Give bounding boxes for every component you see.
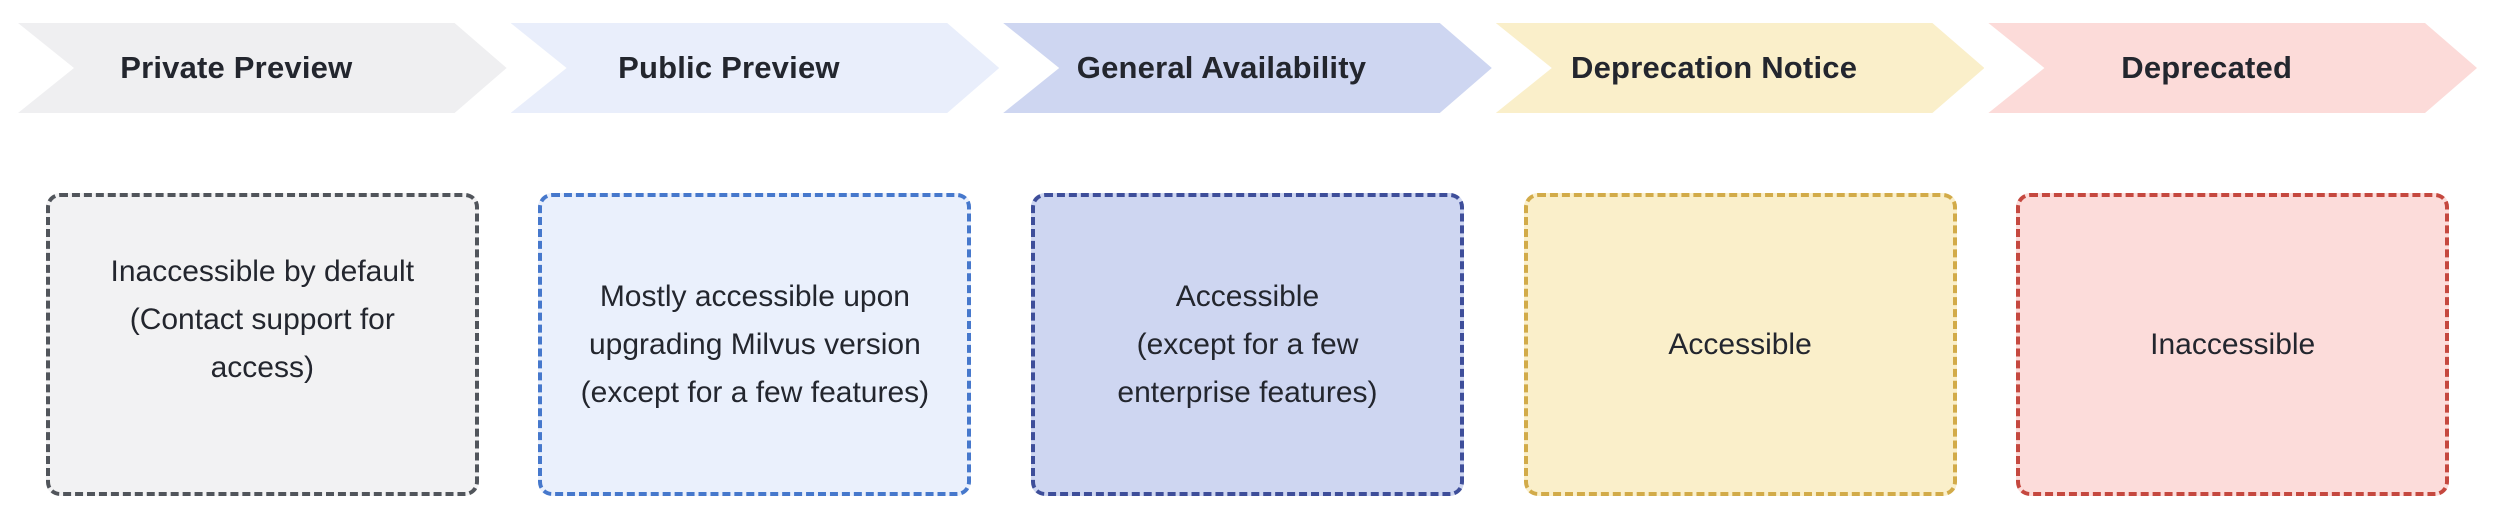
stage-arrow-deprecated: Deprecated	[1988, 23, 2477, 113]
stage-box-private-preview: Inaccessible by default (Contact support…	[45, 193, 479, 496]
stage-box-description: Inaccessible	[2150, 327, 2316, 361]
stage-arrows-row: Private Preview Public Preview General A…	[0, 23, 2501, 113]
stage-box-description: Mostly accessible upon upgrading Milvus …	[580, 279, 930, 409]
stage-box-general-availability: Accessible (except for a few enterprise …	[1030, 193, 1464, 496]
stage-box-description: Accessible	[1668, 327, 1812, 361]
stage-description-boxes-row: Inaccessible by default (Contact support…	[0, 193, 2501, 496]
stage-box-deprecation-notice: Accessible	[1523, 193, 1957, 496]
stage-arrow-label: General Availability	[1076, 50, 1367, 85]
stage-box-description: Accessible (except for a few enterprise …	[1117, 279, 1378, 409]
stage-box-deprecated: Inaccessible	[2016, 193, 2450, 496]
stage-box-description: Inaccessible by default (Contact support…	[110, 254, 415, 384]
stage-arrow-label: Private Preview	[120, 50, 353, 85]
stage-arrow-public-preview: Public Preview	[511, 23, 1000, 113]
stage-arrow-label: Deprecated	[2121, 50, 2293, 85]
stage-box-public-preview: Mostly accessible upon upgrading Milvus …	[538, 193, 972, 496]
stage-arrow-label: Public Preview	[618, 50, 840, 85]
stage-arrow-general-availability: General Availability	[1003, 23, 1492, 113]
stage-arrow-deprecation-notice: Deprecation Notice	[1496, 23, 1985, 113]
stage-arrow-private-preview: Private Preview	[18, 23, 507, 113]
stage-arrow-label: Deprecation Notice	[1571, 50, 1858, 85]
